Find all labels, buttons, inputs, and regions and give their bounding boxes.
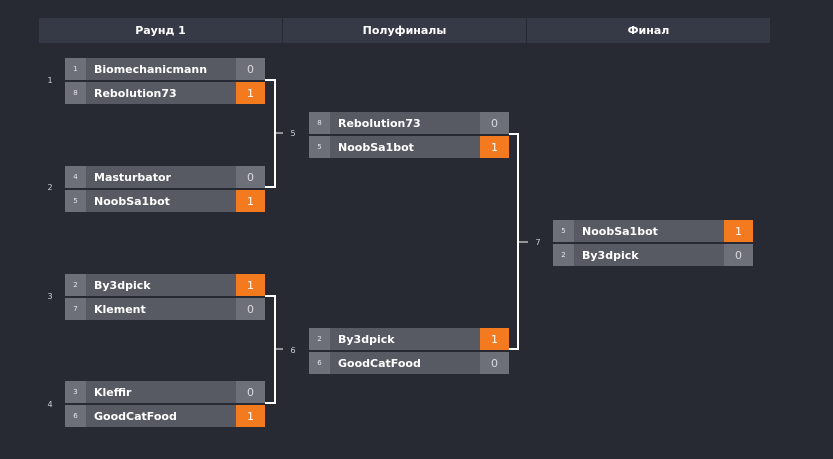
participant-row[interactable]: 6 GoodCatFood 0 (309, 352, 509, 374)
match-2[interactable]: 4 Masturbator 0 5 NoobSa1bot 1 (65, 166, 265, 212)
match-6[interactable]: 2 By3dpick 1 6 GoodCatFood 0 (309, 328, 509, 374)
participant-name: NoobSa1bot (574, 220, 724, 242)
connector-round1-top (265, 79, 276, 188)
participant-name: GoodCatFood (86, 405, 236, 427)
participant-row[interactable]: 6 GoodCatFood 1 (65, 405, 265, 427)
participant-name: Masturbator (86, 166, 236, 188)
participant-row[interactable]: 8 Rebolution73 1 (65, 82, 265, 104)
seed-badge: 6 (65, 405, 86, 427)
match-5[interactable]: 8 Rebolution73 0 5 NoobSa1bot 1 (309, 112, 509, 158)
score-cell: 0 (236, 58, 265, 80)
winner-score-cell: 1 (480, 136, 509, 158)
match-3[interactable]: 2 By3dpick 1 7 Klement 0 (65, 274, 265, 320)
match-1[interactable]: 1 Biomechanicmann 0 8 Rebolution73 1 (65, 58, 265, 104)
match-number-4: 4 (47, 400, 53, 409)
score-cell: 0 (724, 244, 753, 266)
participant-name: GoodCatFood (330, 352, 480, 374)
winner-score-cell: 1 (236, 82, 265, 104)
participant-name: Rebolution73 (86, 82, 236, 104)
winner-score-cell: 1 (236, 274, 265, 296)
seed-badge: 8 (309, 112, 330, 134)
seed-badge: 2 (65, 274, 86, 296)
participant-row[interactable]: 2 By3dpick 1 (309, 328, 509, 350)
participant-row[interactable]: 5 NoobSa1bot 1 (309, 136, 509, 158)
winner-score-cell: 1 (724, 220, 753, 242)
connector-round1-bottom (265, 295, 276, 404)
participant-name: Rebolution73 (330, 112, 480, 134)
winner-score-cell: 1 (480, 328, 509, 350)
participant-row[interactable]: 7 Klement 0 (65, 298, 265, 320)
participant-name: Kleffir (86, 381, 236, 403)
participant-row[interactable]: 5 NoobSa1bot 1 (553, 220, 753, 242)
seed-badge: 5 (65, 190, 86, 212)
seed-badge: 5 (553, 220, 574, 242)
participant-row[interactable]: 8 Rebolution73 0 (309, 112, 509, 134)
connector-semifinals (509, 133, 519, 350)
seed-badge: 8 (65, 82, 86, 104)
seed-badge: 4 (65, 166, 86, 188)
match-4[interactable]: 3 Kleffir 0 6 GoodCatFood 1 (65, 381, 265, 427)
participant-name: Biomechanicmann (86, 58, 236, 80)
match-7-final[interactable]: 5 NoobSa1bot 1 2 By3dpick 0 (553, 220, 753, 266)
seed-badge: 2 (553, 244, 574, 266)
participant-name: NoobSa1bot (86, 190, 236, 212)
participant-row[interactable]: 3 Kleffir 0 (65, 381, 265, 403)
participant-row[interactable]: 1 Biomechanicmann 0 (65, 58, 265, 80)
participant-name: By3dpick (86, 274, 236, 296)
round-header-semifinals[interactable]: Полуфиналы (283, 18, 526, 43)
score-cell: 0 (480, 352, 509, 374)
match-number-3: 3 (47, 292, 53, 301)
participant-row[interactable]: 4 Masturbator 0 (65, 166, 265, 188)
match-number-5: 5 (290, 129, 296, 138)
score-cell: 0 (236, 166, 265, 188)
participant-name: Klement (86, 298, 236, 320)
seed-badge: 6 (309, 352, 330, 374)
match-number-7: 7 (535, 238, 541, 247)
participant-row[interactable]: 2 By3dpick 0 (553, 244, 753, 266)
seed-badge: 5 (309, 136, 330, 158)
seed-badge: 3 (65, 381, 86, 403)
match-number-1: 1 (47, 76, 53, 85)
participant-row[interactable]: 2 By3dpick 1 (65, 274, 265, 296)
winner-score-cell: 1 (236, 405, 265, 427)
seed-badge: 2 (309, 328, 330, 350)
round-header-1[interactable]: Раунд 1 (39, 18, 282, 43)
participant-name: NoobSa1bot (330, 136, 480, 158)
score-cell: 0 (480, 112, 509, 134)
participant-name: By3dpick (574, 244, 724, 266)
participant-name: By3dpick (330, 328, 480, 350)
score-cell: 0 (236, 381, 265, 403)
match-number-2: 2 (47, 183, 53, 192)
round-header-final[interactable]: Финал (527, 18, 770, 43)
match-number-6: 6 (290, 346, 296, 355)
seed-badge: 1 (65, 58, 86, 80)
seed-badge: 7 (65, 298, 86, 320)
winner-score-cell: 1 (236, 190, 265, 212)
score-cell: 0 (236, 298, 265, 320)
participant-row[interactable]: 5 NoobSa1bot 1 (65, 190, 265, 212)
